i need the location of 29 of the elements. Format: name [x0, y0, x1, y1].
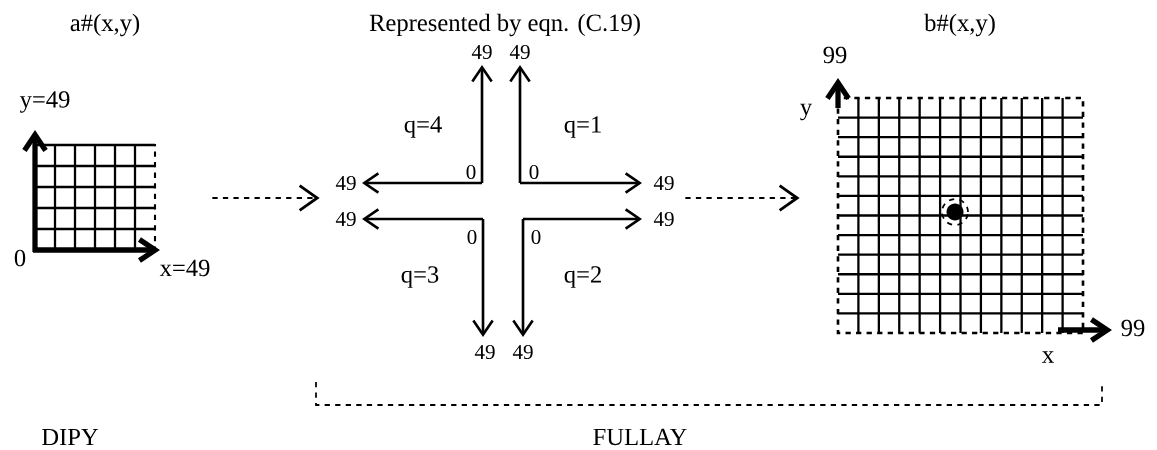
- section-label: DIPY: [42, 428, 99, 446]
- tick-label: 49: [335, 211, 356, 227]
- axis-label: 99: [1121, 319, 1145, 337]
- tick-label: 0: [531, 229, 541, 245]
- tick-label: 49: [335, 175, 356, 191]
- tick-label: 49: [512, 344, 533, 360]
- axis-label: 99: [823, 46, 847, 64]
- tick-label: 0: [529, 164, 539, 180]
- quadrant-label: q=1: [564, 116, 601, 138]
- axis-label: y: [800, 103, 813, 121]
- quadrant-label: q=4: [404, 116, 442, 138]
- heading: b#(x,y): [924, 13, 995, 37]
- heading: Represented by eqn. (C.19): [369, 13, 640, 37]
- heading: a#(x,y): [70, 13, 140, 37]
- quadrant-label: q=2: [564, 266, 601, 288]
- axis-label: x=49: [159, 259, 210, 277]
- section-label: FULLAY: [593, 428, 687, 446]
- tick-label: 49: [471, 44, 492, 60]
- tick-label: 0: [466, 164, 476, 180]
- arrow: [685, 184, 800, 212]
- arrow: [212, 184, 320, 212]
- axis-label: y=49: [19, 91, 70, 113]
- tick-label: 49: [509, 44, 530, 60]
- tick-label: 49: [653, 211, 674, 227]
- quadrant-label: q=3: [401, 266, 439, 288]
- axis-label: 0: [14, 249, 26, 267]
- tick-label: 49: [474, 344, 495, 360]
- tick-label: 49: [653, 175, 674, 191]
- tick-label: 0: [467, 229, 477, 245]
